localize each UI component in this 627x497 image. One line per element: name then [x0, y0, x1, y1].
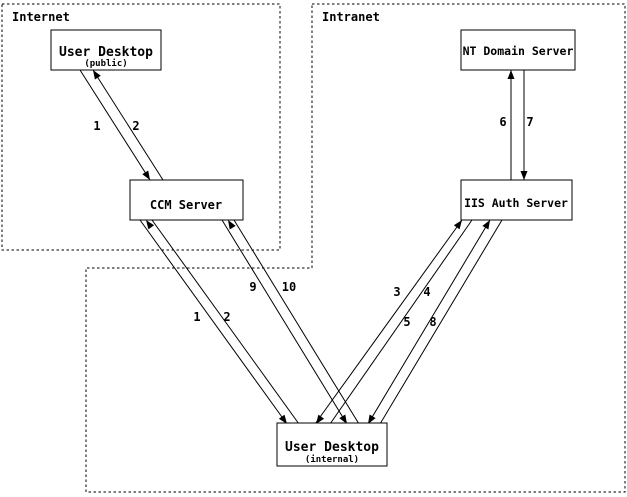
arrowhead-into-iis-bottom-right — [482, 220, 490, 230]
nt-domain-server-label: NT Domain Server — [463, 44, 574, 58]
flow-label-2-internal: 2 — [223, 310, 230, 324]
arrowhead-into-nt-domain — [507, 70, 515, 79]
flow-label-10: 10 — [282, 280, 296, 294]
edge-line-4-iis-to-internal — [314, 219, 463, 425]
ccm-server-box — [129, 179, 244, 221]
arrowhead-into-internal-desktop-3 — [316, 414, 325, 424]
arrowhead-into-internal-desktop-2 — [339, 414, 347, 424]
flow-label-7: 7 — [526, 115, 533, 129]
arrowhead-into-ccm-top — [142, 170, 150, 180]
edge-line-1-public-to-ccm — [79, 69, 151, 181]
intranet-region-border — [85, 3, 626, 493]
flow-label-3: 3 — [393, 285, 400, 299]
flow-label-1-public: 1 — [93, 119, 100, 133]
edge-line-2-ccm-to-internal — [139, 219, 288, 425]
internet-region-label: Internet — [12, 10, 70, 24]
internet-region-border — [1, 3, 281, 251]
flow-label-2-public: 2 — [132, 119, 139, 133]
nt-domain-server-box — [460, 29, 576, 71]
user-desktop-internal-label: User Desktop — [285, 440, 379, 455]
edge-line-5-internal-to-iis — [379, 219, 503, 425]
arrowhead-into-internal-desktop-1 — [278, 414, 287, 424]
edge-line-8-iis-to-internal — [367, 219, 491, 425]
edge-line-9-internal-to-ccm — [233, 219, 360, 425]
arrowhead-into-ccm-bottom-right — [228, 220, 236, 230]
arrowhead-into-iis-bottom-left — [453, 220, 462, 230]
flow-label-6: 6 — [499, 115, 506, 129]
edge-line-3-internal-to-iis — [329, 219, 473, 425]
flow-label-9: 9 — [249, 280, 256, 294]
ccm-server-label: CCM Server — [150, 198, 222, 212]
arrowhead-into-internal-desktop-4 — [368, 414, 376, 424]
arrowhead-into-iis-top — [520, 171, 528, 180]
arrowhead-into-public-desktop — [93, 70, 101, 80]
flow-label-4: 4 — [423, 285, 430, 299]
user-desktop-public-sublabel: (public) — [84, 58, 127, 69]
edge-line-1-internal-to-ccm — [151, 219, 300, 425]
flow-label-5: 5 — [403, 315, 410, 329]
iis-auth-server-label: IIS Auth Server — [464, 196, 568, 210]
user-desktop-public-label: User Desktop — [59, 45, 153, 60]
flow-label-8: 8 — [429, 315, 436, 329]
flow-label-1-internal: 1 — [193, 310, 200, 324]
user-desktop-public-box — [50, 29, 162, 71]
arrowhead-into-ccm-bottom-left — [146, 220, 155, 230]
user-desktop-internal-sublabel: (internal) — [305, 454, 359, 465]
iis-auth-server-box — [460, 179, 573, 221]
edge-line-2-ccm-to-public — [92, 69, 164, 181]
intranet-region-label: Intranet — [322, 10, 380, 24]
edge-line-10-ccm-to-internal — [221, 219, 348, 425]
user-desktop-internal-box — [276, 422, 388, 467]
